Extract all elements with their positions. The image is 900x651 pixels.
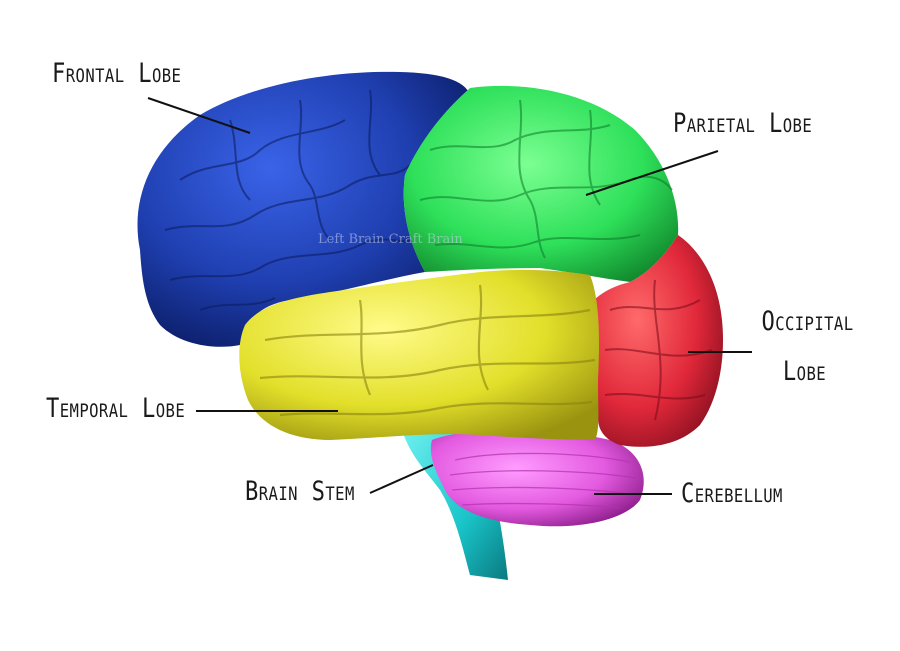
frontal-lobe-label: Frontal Lobe bbox=[52, 60, 181, 87]
temporal-lobe-label: Temporal Lobe bbox=[46, 395, 185, 422]
parietal-lobe-region bbox=[404, 86, 678, 282]
cerebellum-label: Cerebellum bbox=[681, 480, 783, 507]
parietal-lobe-label: Parietal Lobe bbox=[673, 110, 812, 137]
occipital-lobe-label-line2: Lobe bbox=[761, 358, 847, 385]
brain-stem-leader-line bbox=[370, 465, 433, 493]
brain-stem-label: Brain Stem bbox=[245, 478, 355, 505]
watermark: Left Brain Craft Brain bbox=[318, 232, 463, 247]
occipital-lobe-label-line1: Occipital bbox=[761, 308, 847, 335]
